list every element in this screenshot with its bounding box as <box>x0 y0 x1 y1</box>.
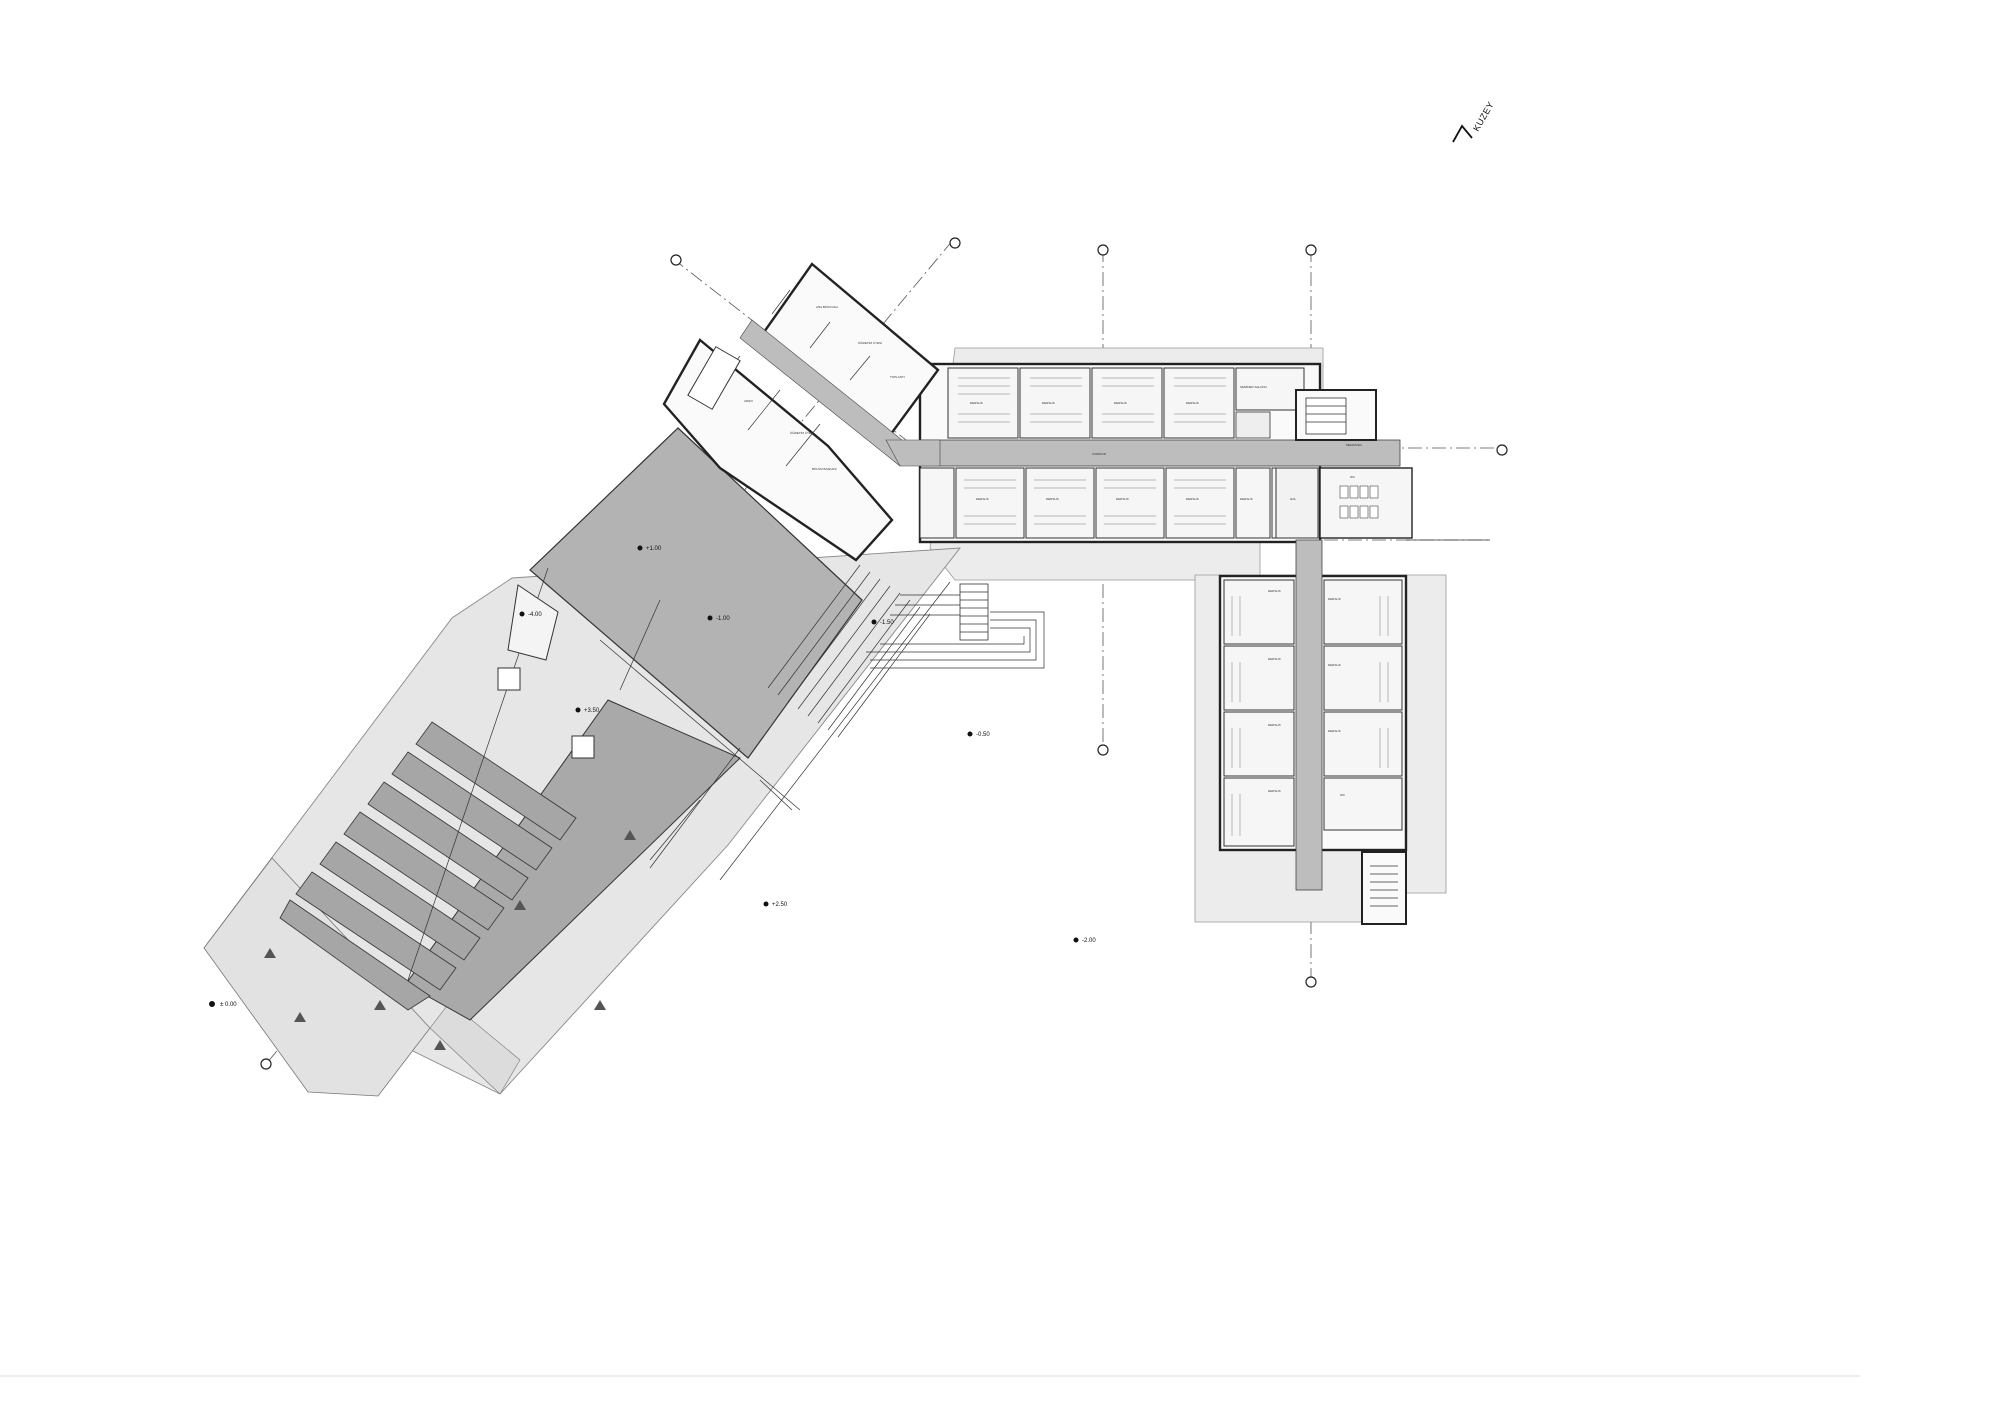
room-label: ANA BİLİM DALI <box>816 304 838 309</box>
room-label: DERSLİK <box>1046 496 1059 501</box>
room-label: DERSLİK <box>1328 596 1341 601</box>
room-label: DERSLİK <box>1328 728 1341 733</box>
level-marker: -4.00 <box>519 611 542 618</box>
room-label: DERSLİK <box>1268 722 1281 727</box>
hall-label: HOL <box>1290 497 1297 501</box>
corridor-label: KORİDOR <box>1092 451 1107 456</box>
level-text: +1.00 <box>646 546 662 552</box>
stair-label: MERDİVEN <box>1346 442 1362 447</box>
level-marker: -2.00 <box>1073 937 1096 944</box>
room-label: DERSLİK <box>1268 656 1281 661</box>
grid-bubble <box>1496 444 1508 456</box>
level-text: ± 0.00 <box>220 1002 237 1008</box>
south-row-rooms: DERSLİK DERSLİK DERSLİK DERSLİK DERSLİK <box>919 467 1271 539</box>
level-text: +2.50 <box>772 902 788 908</box>
level-markers: ± 0.00 -4.00 +1.00 -1.00 -0.50 +2.50 -2.… <box>209 545 1096 1008</box>
north-arrow: KUZEY <box>1452 100 1496 143</box>
skylights <box>497 584 595 759</box>
room-label: ÖĞRETİM ÜYESİ <box>790 430 814 435</box>
level-marker: +2.50 <box>763 901 788 908</box>
level-text: -0.50 <box>976 732 990 738</box>
level-text: -2.00 <box>1082 938 1096 944</box>
grid-bubble <box>949 237 961 249</box>
level-marker: +3.50 <box>575 707 600 714</box>
north-row-rooms: DERSLİK DERSLİK DERSLİK DERSLİK SEMİNER … <box>947 367 1305 439</box>
east-wing: DERSLİK DERSLİK DERSLİK DERSLİK DERSLİK … <box>1218 539 1408 925</box>
level-text: -1.00 <box>716 616 730 622</box>
room-label: DERSLİK <box>1240 496 1253 501</box>
wc-label: WC <box>1350 475 1356 479</box>
slope-arrows <box>264 830 636 1050</box>
east-core: MERDİVEN WC HOL <box>1275 389 1413 539</box>
level-marker: -1.00 <box>707 615 730 622</box>
level-marker: -1.50 <box>871 619 894 626</box>
room-label: DERSLİK <box>1328 662 1341 667</box>
room-label: DERSLİK <box>1114 400 1127 405</box>
grid-bubble <box>670 254 682 266</box>
nw-wing: ANA BİLİM DALI ÖĞRETİM ÜYESİ TOPLANTI AR… <box>662 262 941 562</box>
grid-bubble <box>260 1058 272 1070</box>
room-label: BÖLÜM BAŞKANI <box>812 467 837 471</box>
grid-bubble <box>1305 976 1317 988</box>
room-label: WC <box>1340 793 1346 797</box>
room-label: SEMİNER SALONU <box>1240 384 1267 389</box>
north-label: KUZEY <box>1471 100 1496 133</box>
level-marker: +1.00 <box>637 545 662 552</box>
room-label: DERSLİK <box>1186 496 1199 501</box>
room-label: DERSLİK <box>1042 400 1055 405</box>
room-label: DERSLİK <box>1268 788 1281 793</box>
level-marker: ± 0.00 <box>209 1001 237 1008</box>
room-label: DERSLİK <box>970 400 983 405</box>
grid-bubble <box>1305 244 1317 256</box>
level-marker: -0.50 <box>967 731 990 738</box>
level-text: -1.50 <box>880 620 894 626</box>
room-label: ÖĞRETİM ÜYESİ <box>858 340 882 345</box>
entrance-stairs <box>866 583 1045 669</box>
level-text: -4.00 <box>528 612 542 618</box>
roofs <box>279 427 863 1021</box>
room-label: DERSLİK <box>1268 588 1281 593</box>
room-label: ARŞİV <box>744 398 753 403</box>
room-label: DERSLİK <box>976 496 989 501</box>
room-label: TOPLANTI <box>890 375 905 379</box>
grid-bubble <box>1097 244 1109 256</box>
room-label: DERSLİK <box>1186 400 1199 405</box>
stepped-terrace <box>649 564 951 881</box>
grid-bubble <box>1097 744 1109 756</box>
room-label: DERSLİK <box>1116 496 1129 501</box>
level-text: +3.50 <box>584 708 600 714</box>
desk-pattern <box>958 377 1226 525</box>
